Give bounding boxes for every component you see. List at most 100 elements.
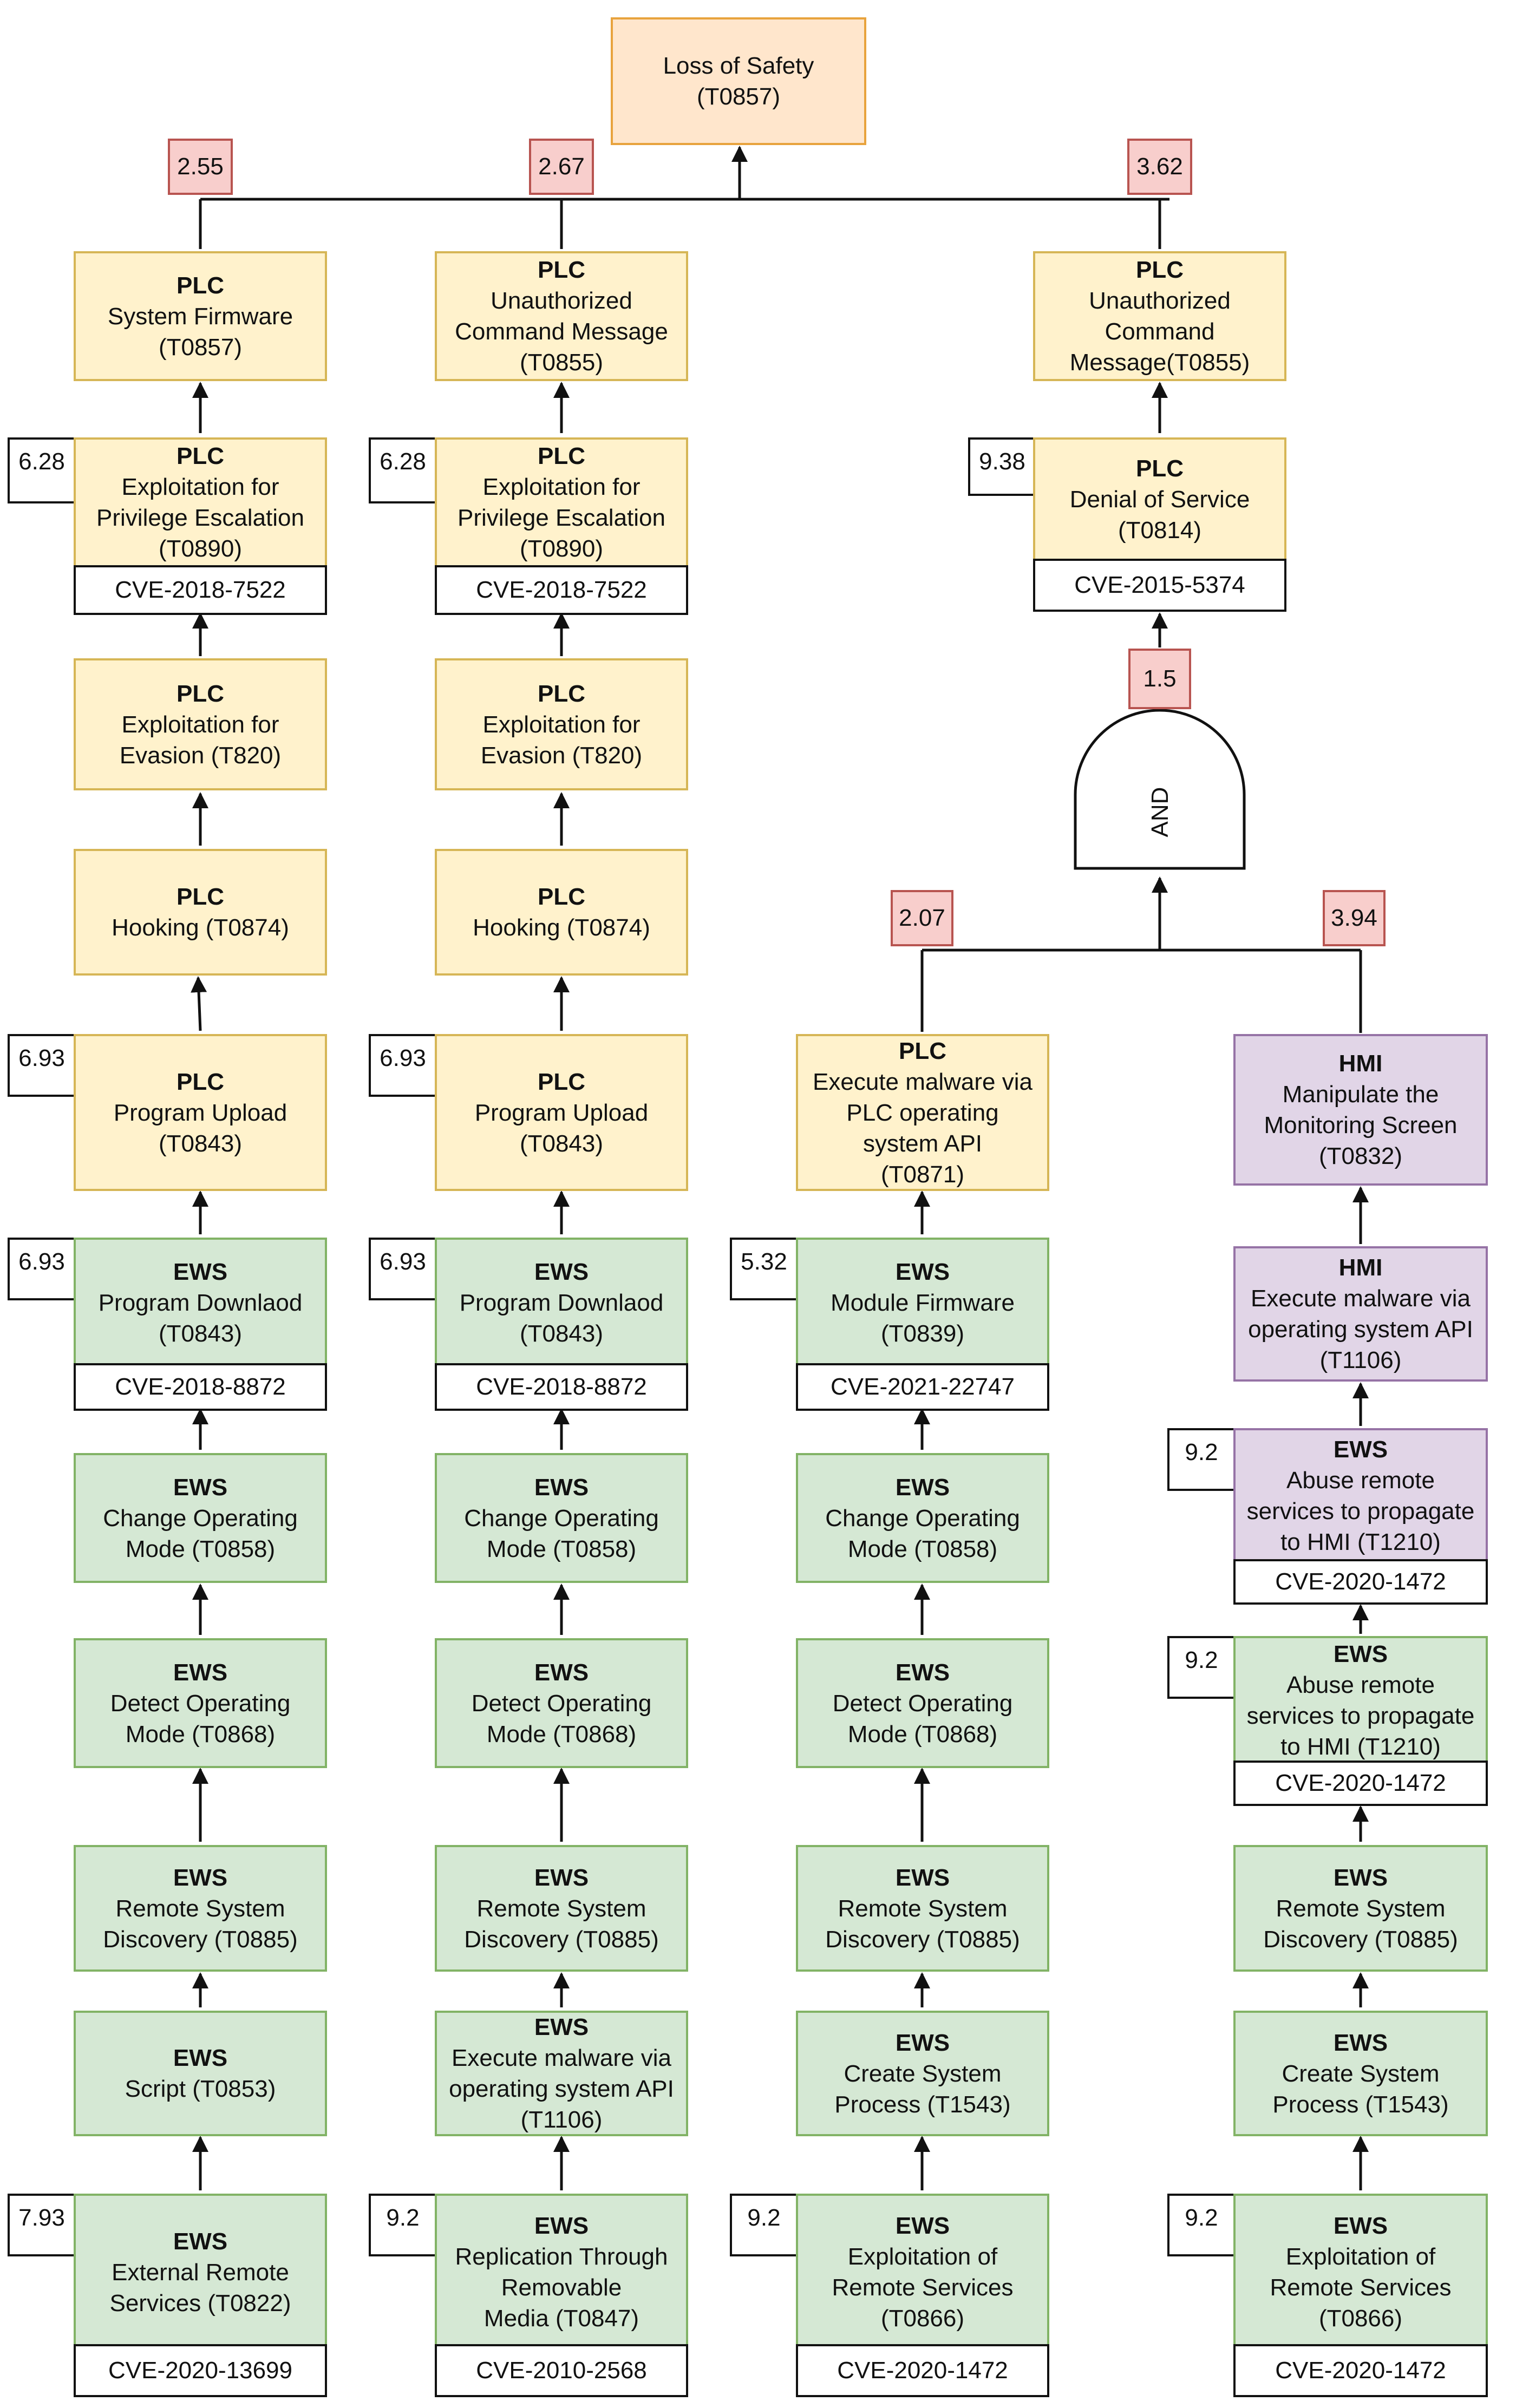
- node-line: Command Message: [455, 318, 668, 345]
- node-line: Program Upload: [474, 1099, 649, 1126]
- c2-plc-program-upload[interactable]: PLC Program Upload (T0843): [435, 1034, 688, 1191]
- c3b-ews-detect-mode[interactable]: EWS Detect Operating Mode (T0868): [796, 1638, 1049, 1768]
- node-line: Privilege Escalation: [458, 505, 665, 531]
- c1-ews-detect-mode[interactable]: EWS Detect Operating Mode (T0868): [74, 1638, 327, 1768]
- node-header: PLC: [538, 1068, 585, 1095]
- node-line: Change Operating: [103, 1504, 298, 1532]
- c2-cve-program-download: CVE-2018-8872: [435, 1363, 688, 1411]
- c2-score-privilege-escalation: 6.28: [369, 437, 437, 503]
- top-event-code: (T0857): [696, 83, 781, 110]
- node-line: (T0857): [158, 333, 243, 361]
- c2-ews-removable-media[interactable]: EWS Replication Through Removable Media …: [435, 2194, 688, 2351]
- top-event-loss-of-safety[interactable]: Loss of Safety (T0857): [611, 17, 866, 145]
- node-line: Abuse remote: [1286, 1467, 1435, 1494]
- c1-ews-script[interactable]: EWS Script (T0853): [74, 2011, 327, 2136]
- c3-plc-unauthorized-command[interactable]: PLC Unauthorized Command Message(T0855): [1033, 251, 1286, 381]
- node-line: operating system API: [1248, 1316, 1473, 1343]
- node-line: (T0814): [1118, 516, 1202, 544]
- node-line: Exploitation of: [847, 2243, 998, 2270]
- risk-score-col2: 2.67: [529, 139, 594, 195]
- c1-ews-remote-discovery[interactable]: EWS Remote System Discovery (T0885): [74, 1845, 327, 1972]
- node-line: Hooking (T0874): [112, 914, 289, 941]
- c3b-ews-create-process[interactable]: EWS Create System Process (T1543): [796, 2011, 1049, 2136]
- c4-ews-abuse-remote-2[interactable]: EWS Abuse remote services to propagate t…: [1233, 1636, 1488, 1765]
- node-header: EWS: [173, 2228, 228, 2255]
- node-line: (T1106): [1319, 1347, 1402, 1373]
- risk-score-right-input: 3.94: [1323, 890, 1386, 946]
- c2-plc-unauthorized-command[interactable]: PLC Unauthorized Command Message (T0855): [435, 251, 688, 381]
- node-line: (T0843): [158, 1320, 243, 1347]
- c2-ews-detect-mode[interactable]: EWS Detect Operating Mode (T0868): [435, 1638, 688, 1768]
- c3b-plc-execute-malware[interactable]: PLC Execute malware via PLC operating sy…: [796, 1034, 1049, 1191]
- node-line: services to propagate: [1246, 1498, 1475, 1524]
- node-line: Program Upload: [113, 1099, 287, 1126]
- node-line: to HMI (T1210): [1280, 1733, 1441, 1760]
- c1-plc-program-upload[interactable]: PLC Program Upload (T0843): [74, 1034, 327, 1191]
- c1-plc-system-firmware[interactable]: PLC System Firmware (T0857): [74, 251, 327, 381]
- node-header: HMI: [1338, 1254, 1383, 1281]
- c2-plc-evasion[interactable]: PLC Exploitation for Evasion (T820): [435, 658, 688, 790]
- node-line: Remote Services: [1270, 2274, 1452, 2301]
- node-header: PLC: [177, 1068, 224, 1095]
- node-header: PLC: [538, 680, 585, 707]
- node-line: Mode (T0858): [486, 1535, 637, 1562]
- node-line: (T0832): [1318, 1143, 1403, 1169]
- node-line: Discovery (T0885): [1263, 1926, 1458, 1953]
- risk-score-col1: 2.55: [168, 139, 233, 195]
- c4-ews-abuse-remote-1[interactable]: EWS Abuse remote services to propagate t…: [1233, 1428, 1488, 1563]
- node-header: EWS: [1333, 1436, 1388, 1463]
- c1-cve-privilege-escalation: CVE-2018-7522: [74, 565, 327, 615]
- c2-ews-program-download[interactable]: EWS Program Downlaod (T0843): [435, 1238, 688, 1367]
- node-line: Discovery (T0885): [825, 1926, 1020, 1953]
- c4-ews-create-process[interactable]: EWS Create System Process (T1543): [1233, 2011, 1488, 2136]
- node-line: Remote System: [838, 1895, 1008, 1922]
- node-header: EWS: [1333, 2029, 1388, 2056]
- c3b-ews-module-firmware[interactable]: EWS Module Firmware (T0839): [796, 1238, 1049, 1367]
- c4-ews-remote-discovery[interactable]: EWS Remote System Discovery (T0885): [1233, 1845, 1488, 1972]
- node-header: EWS: [895, 1864, 950, 1891]
- node-header: PLC: [899, 1037, 946, 1064]
- node-line: Detect Operating: [110, 1690, 291, 1717]
- c1-plc-hooking[interactable]: PLC Hooking (T0874): [74, 849, 327, 976]
- node-header: PLC: [1136, 455, 1184, 482]
- node-header: EWS: [173, 1474, 228, 1501]
- and-gate: [1074, 709, 1246, 870]
- node-header: PLC: [538, 443, 585, 469]
- c1-score-program-upload: 6.93: [8, 1034, 76, 1097]
- node-header: EWS: [1333, 1864, 1388, 1891]
- c3-plc-denial-of-service[interactable]: PLC Denial of Service (T0814): [1033, 437, 1286, 561]
- c3b-ews-exploit-remote[interactable]: EWS Exploitation of Remote Services (T08…: [796, 2194, 1049, 2351]
- c1-ews-program-download[interactable]: EWS Program Downlaod (T0843): [74, 1238, 327, 1367]
- node-line: to HMI (T1210): [1280, 1529, 1441, 1555]
- c4-ews-exploit-remote[interactable]: EWS Exploitation of Remote Services (T08…: [1233, 2194, 1488, 2351]
- c4-hmi-manipulate-screen[interactable]: HMI Manipulate the Monitoring Screen (T0…: [1233, 1034, 1488, 1186]
- node-line: Mode (T0868): [847, 1720, 998, 1748]
- c2-plc-hooking[interactable]: PLC Hooking (T0874): [435, 849, 688, 976]
- node-header: PLC: [177, 884, 224, 910]
- node-header: EWS: [895, 2029, 950, 2056]
- c1-cve-program-download: CVE-2018-8872: [74, 1363, 327, 1411]
- c2-plc-privilege-escalation[interactable]: PLC Exploitation for Privilege Escalatio…: [435, 437, 688, 567]
- c2-ews-execute-malware[interactable]: EWS Execute malware via operating system…: [435, 2011, 688, 2136]
- c2-ews-remote-discovery[interactable]: EWS Remote System Discovery (T0885): [435, 1845, 688, 1972]
- c1-ews-change-mode[interactable]: EWS Change Operating Mode (T0858): [74, 1453, 327, 1583]
- node-header: EWS: [895, 1258, 950, 1285]
- risk-score-and: 1.5: [1128, 649, 1191, 709]
- c1-score-program-download: 6.93: [8, 1238, 76, 1300]
- node-line: (T0855): [519, 349, 604, 376]
- node-line: (T0843): [519, 1130, 604, 1157]
- node-header: EWS: [534, 2014, 589, 2040]
- c3b-cve-exploit-remote: CVE-2020-1472: [796, 2344, 1049, 2397]
- c1-plc-privilege-escalation[interactable]: PLC Exploitation for Privilege Escalatio…: [74, 437, 327, 567]
- c1-plc-evasion[interactable]: PLC Exploitation for Evasion (T820): [74, 658, 327, 790]
- c4-hmi-execute-malware[interactable]: HMI Execute malware via operating system…: [1233, 1246, 1488, 1382]
- c3b-ews-remote-discovery[interactable]: EWS Remote System Discovery (T0885): [796, 1845, 1049, 1972]
- c1-ews-external-remote[interactable]: EWS External Remote Services (T0822): [74, 2194, 327, 2351]
- node-header: EWS: [895, 2213, 950, 2239]
- node-line: Abuse remote: [1286, 1672, 1435, 1698]
- node-line: Remote System: [115, 1895, 285, 1922]
- node-line: Evasion (T820): [119, 742, 282, 769]
- c2-ews-change-mode[interactable]: EWS Change Operating Mode (T0858): [435, 1453, 688, 1583]
- c3b-ews-change-mode[interactable]: EWS Change Operating Mode (T0858): [796, 1453, 1049, 1583]
